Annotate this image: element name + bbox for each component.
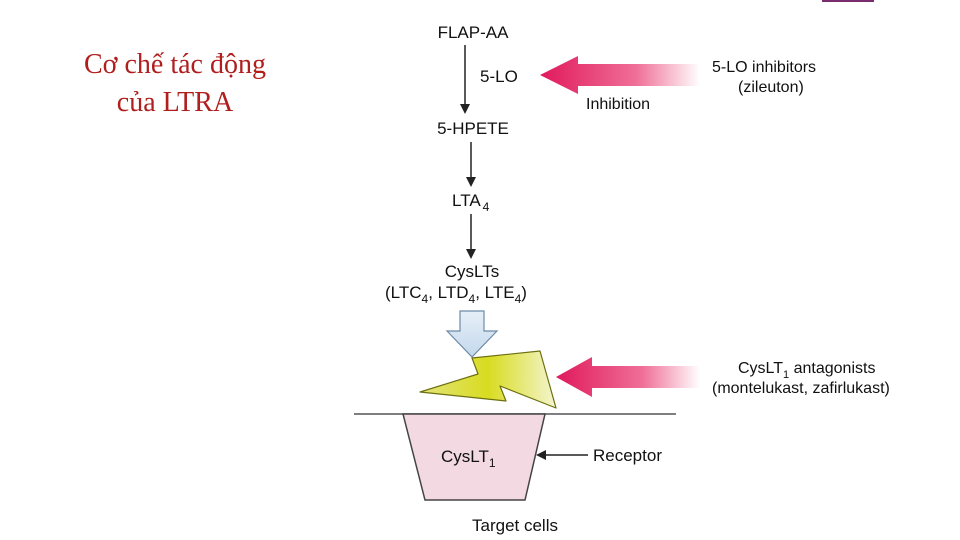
label-cyslts-members: (LTC4, LTD4, LTE4): [385, 283, 527, 306]
label-montelukast-zafirlukast: (montelukast, zafirlukast): [712, 380, 890, 397]
label-5-lo-inhibitors: 5-LO inhibitors: [712, 59, 816, 76]
down-arrow-icon: [445, 310, 499, 358]
receptor-pointer-arrow: [536, 450, 588, 460]
arrow-hpete-to-lta4: [466, 142, 476, 187]
label-target-cells: Target cells: [472, 516, 558, 535]
slide-title-line-1: Cơ chế tác động: [84, 49, 266, 80]
label-5-lo: 5-LO: [480, 67, 518, 86]
label-5-hpete: 5-HPETE: [437, 119, 509, 138]
top-accent-rule: [822, 0, 874, 2]
inhibition-arrow: [540, 56, 700, 94]
label-inhibition: Inhibition: [586, 96, 650, 113]
lightning-bolt-icon: [419, 350, 557, 409]
label-zileuton: (zileuton): [738, 79, 804, 96]
slide-title: Cơ chế tác động của LTRA: [40, 46, 310, 122]
slide-title-line-2: của LTRA: [116, 87, 234, 118]
receptor-cyslt1: [402, 413, 546, 501]
label-flap-aa: FLAP-AA: [438, 23, 510, 42]
label-receptor: Receptor: [593, 446, 662, 465]
arrow-lta4-to-cyslts: [466, 214, 476, 259]
label-receptor-name: CysLT1: [441, 447, 496, 470]
antagonist-arrow: [556, 357, 700, 397]
label-cyslts: CysLTs: [445, 262, 499, 281]
arrow-flap-to-hpete: [460, 45, 470, 114]
label-cyslt1-antagonists: CysLT1 antagonists: [738, 360, 875, 381]
